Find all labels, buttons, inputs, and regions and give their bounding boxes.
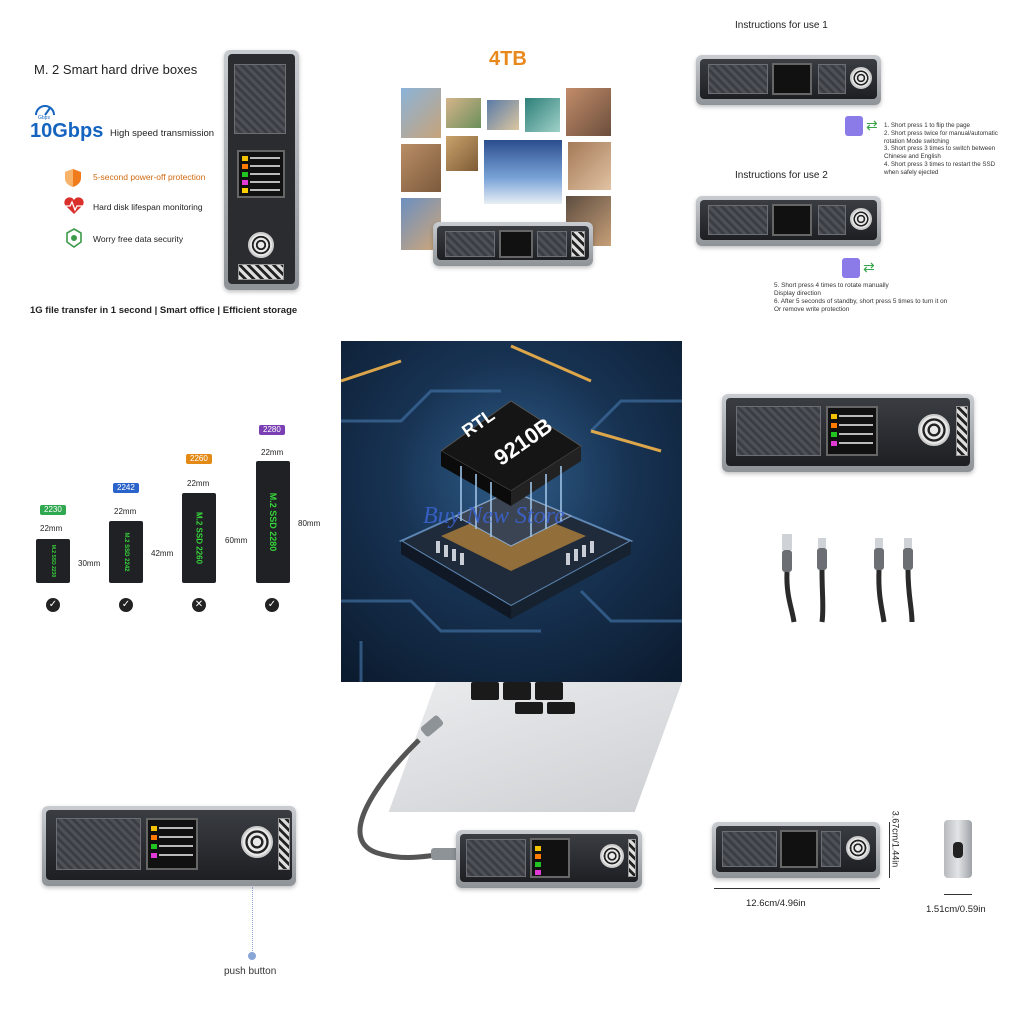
laptop-keys [471, 682, 591, 716]
panel-capacity: 4TB [341, 0, 682, 341]
length-label: 30mm [78, 559, 101, 568]
width-label: 22mm [187, 479, 210, 488]
fingerprint-icon [918, 414, 950, 446]
status-screen [826, 406, 878, 456]
panel-instructions: Instructions for use 1 ⇄ 1. Short press … [682, 0, 1024, 341]
status-screen [146, 818, 198, 870]
panel-push-button: push button [0, 682, 341, 1024]
capacity-label: 4TB [489, 48, 527, 70]
width-label: 22mm [40, 524, 63, 533]
ssd-2242: M.2 SSD 2242 [109, 521, 143, 583]
speedometer-icon [35, 105, 55, 116]
feature-security: Worry free data security [93, 234, 184, 244]
feature-power-off: 5-second power-off protection [93, 172, 206, 182]
thickness-dimension: 1.51cm/0.59in [926, 904, 986, 915]
length-dimension-line [714, 888, 880, 889]
feature-lifespan: Hard disk lifespan monitoring [93, 202, 203, 212]
panel-product-cable [682, 341, 1024, 682]
length-dimension: 12.6cm/4.96in [746, 898, 806, 909]
enclosure-bottom-left [42, 806, 296, 886]
enclosure-top [722, 394, 974, 472]
speed-unit: Gbps [38, 115, 50, 121]
width-label: 22mm [261, 448, 284, 457]
swap-arrow-icon: ⇄ [866, 117, 878, 133]
product-title: M. 2 Smart hard drive boxes [34, 62, 198, 77]
size-badge-2230: 2230 [40, 505, 66, 515]
thickness-dimension-line [944, 894, 972, 895]
panel-laptop-connection [341, 682, 682, 1024]
callout-dot [248, 952, 256, 960]
usb-c-cable [357, 715, 459, 861]
enclosure-4tb [433, 222, 593, 266]
steps-1: 1. Short press 1 to flip the page 2. Sho… [884, 122, 998, 176]
size-badge-2260: 2260 [186, 454, 212, 464]
speed-value: 10Gbps [30, 120, 104, 142]
swap-arrow-icon: ⇄ [863, 259, 875, 275]
width-label: 22mm [114, 507, 137, 516]
panel-product-features: M. 2 Smart hard drive boxes Gbps 10Gbps … [0, 0, 341, 341]
length-label: 80mm [298, 519, 321, 528]
photo-wall [401, 88, 623, 253]
height-dimension-line [889, 822, 890, 878]
size-badge-2280: 2280 [259, 425, 285, 435]
check-icon: ✓ [46, 598, 60, 612]
enclosure-side-view [944, 820, 972, 878]
fingerprint-icon [248, 232, 274, 258]
ssd-2230: M.2 SSD 2230 [36, 539, 70, 583]
enclosure-dimensioned [712, 822, 880, 878]
chip-illustration [341, 344, 682, 682]
push-button-label: push button [224, 966, 277, 977]
panel-ssd-sizes: 2230 22mm M.2 SSD 2230 30mm ✓ 2242 22mm … [0, 341, 341, 682]
usb-cables [782, 534, 915, 623]
button-press-icon [845, 116, 863, 136]
security-icon [66, 228, 82, 248]
heart-pulse-icon [64, 197, 84, 214]
enclosure-instr-1 [696, 55, 881, 105]
enclosure-connected [456, 830, 642, 888]
speed-description: High speed transmission [110, 128, 215, 139]
store-watermark: Buy New Store [423, 503, 565, 529]
usb-c-port [953, 842, 963, 858]
shield-icon [65, 169, 81, 187]
ssd-2260: M.2 SSD 2260 [182, 493, 216, 583]
size-badge-2242: 2242 [113, 483, 139, 493]
height-dimension: 3.67cm/1.44in [890, 810, 901, 868]
panel-chip: RTL 9210B Buy New Store [341, 341, 682, 682]
product-footer: 1G file transfer in 1 second | Smart off… [30, 305, 298, 316]
ssd-2280: M.2 SSD 2280 [256, 461, 290, 583]
enclosure-instr-2 [696, 196, 881, 246]
callout-line [252, 887, 253, 953]
instructions-title-2: Instructions for use 2 [735, 170, 828, 181]
length-label: 42mm [151, 549, 174, 558]
cross-icon: ✕ [192, 598, 206, 612]
steps-2: 5. Short press 4 times to rotate manuall… [774, 282, 948, 313]
panel-dimensions: 3.67cm/1.44in 12.6cm/4.96in 1.51cm/0.59i… [682, 682, 1024, 1024]
button-press-icon [842, 258, 860, 278]
fingerprint-icon [241, 826, 273, 858]
enclosure-vertical [224, 50, 299, 290]
status-screen [237, 150, 285, 198]
length-label: 60mm [225, 536, 248, 545]
instructions-title-1: Instructions for use 1 [735, 20, 828, 31]
check-icon: ✓ [119, 598, 133, 612]
check-icon: ✓ [265, 598, 279, 612]
